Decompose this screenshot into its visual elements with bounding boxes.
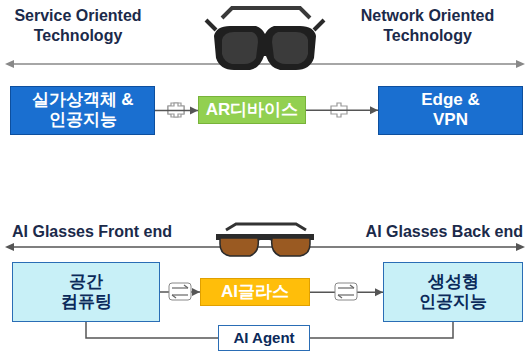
connector — [310, 322, 453, 338]
back-end-box: 생성형 인공지능 — [383, 262, 523, 322]
box-label: 실가상객체 & 인공지능 — [18, 90, 148, 131]
arrow-head — [375, 288, 383, 296]
connector-line — [306, 109, 378, 111]
box-label: AR디바이스 — [206, 100, 299, 120]
arrow-head — [192, 288, 200, 296]
exchange-symbol — [335, 283, 357, 300]
arrow-head — [370, 106, 378, 114]
axis-head — [516, 60, 525, 68]
section-label: AI Glasses Back end — [318, 222, 523, 242]
box-label: AI Agent — [233, 329, 294, 347]
ai-glasses-illustration — [216, 224, 314, 256]
box-label: 생성형 인공지능 — [403, 272, 503, 313]
agent-box: AI Agent — [218, 325, 310, 351]
section-label: Service Oriented Technology — [8, 6, 148, 46]
box-label: AI글라스 — [221, 282, 289, 302]
connector-line — [86, 322, 218, 338]
axis-head — [516, 243, 525, 251]
exchange-symbol — [169, 283, 191, 300]
service-box: 실가상객체 & 인공지능 — [10, 86, 155, 135]
section-label: Network Oriented Technology — [360, 6, 495, 46]
device-box: AR디바이스 — [198, 96, 306, 124]
front-end-box: 공간 컴퓨팅 — [12, 262, 160, 322]
section-label: AI Glasses Front end — [12, 222, 212, 242]
glasses-box: AI글라스 — [200, 278, 310, 306]
box-label: Edge & VPN — [413, 90, 488, 131]
ar-glasses-illustration — [206, 8, 324, 70]
connector — [306, 106, 378, 114]
network-box: Edge & VPN — [378, 86, 523, 135]
box-label: 공간 컴퓨팅 — [46, 272, 126, 313]
connector-line — [310, 322, 453, 338]
axis-line — [12, 63, 518, 65]
connector — [86, 322, 218, 338]
axis-line — [12, 246, 518, 248]
arrow-head — [190, 106, 198, 114]
axis-head — [5, 60, 14, 68]
connector — [155, 106, 198, 114]
axis-head — [5, 243, 14, 251]
